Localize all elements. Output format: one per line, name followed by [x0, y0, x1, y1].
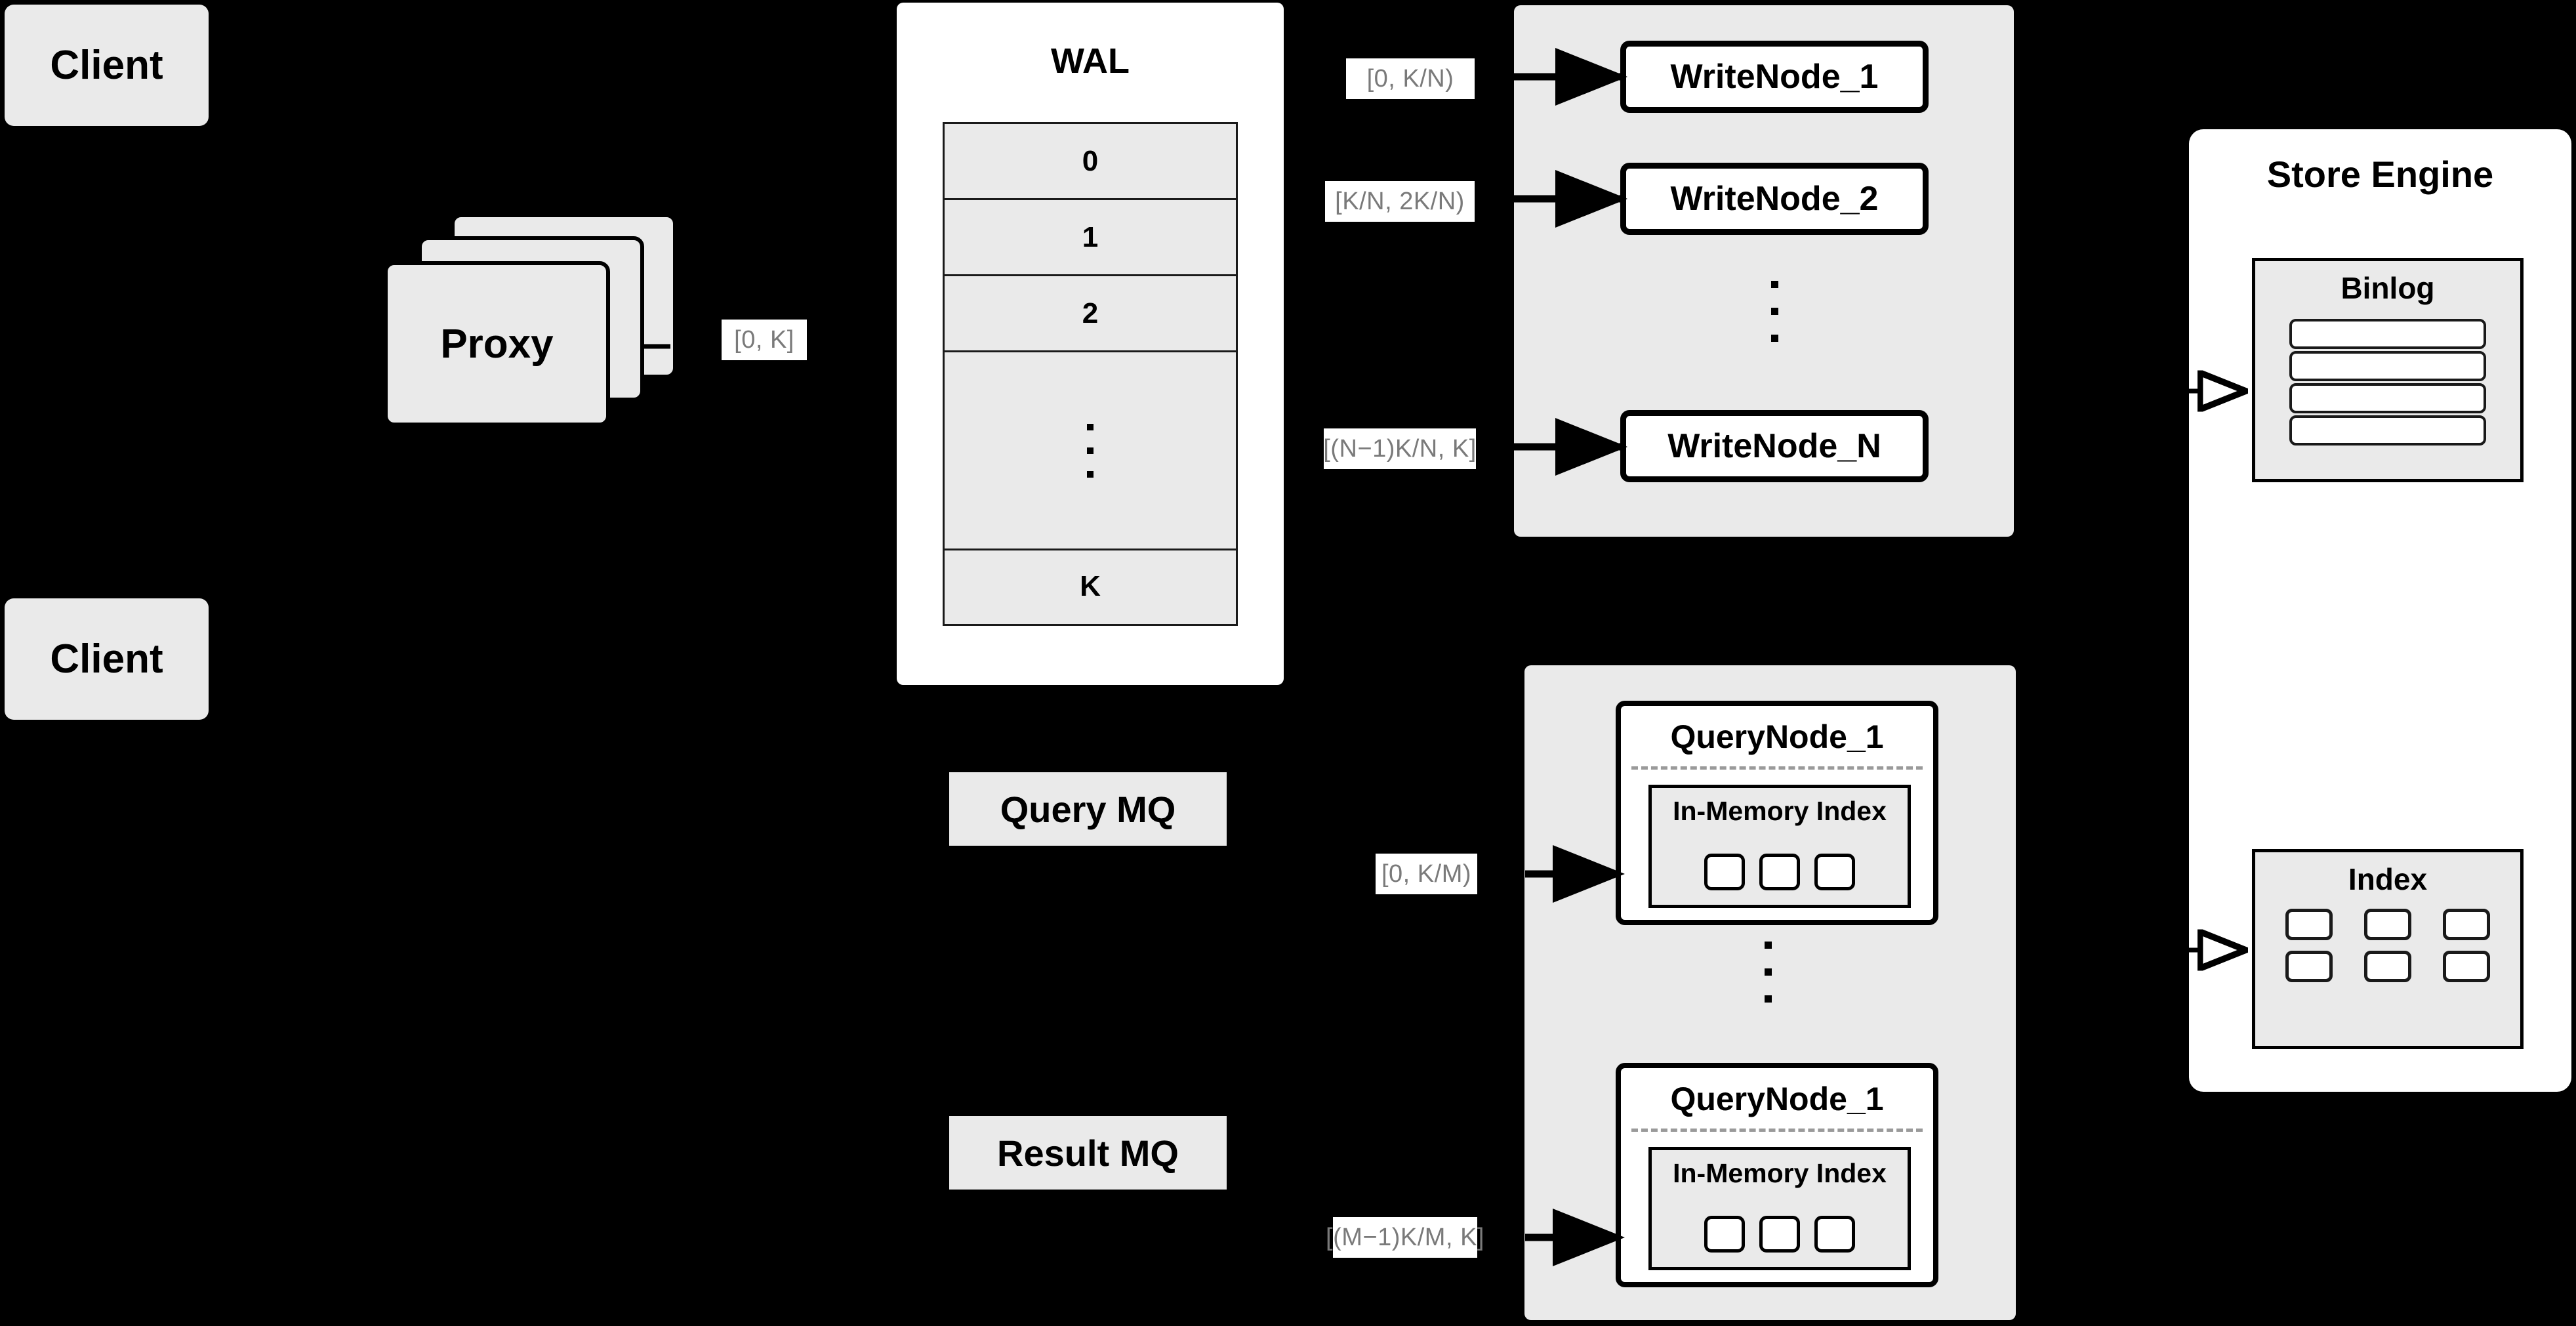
index-cell[interactable] — [2443, 909, 2490, 940]
write-node-2-range-label: [K/N, 2K/N) — [1325, 181, 1475, 222]
index-cell[interactable] — [1759, 1216, 1800, 1253]
result-mq-label: Result MQ — [997, 1132, 1179, 1174]
query-node-2[interactable]: QueryNode_1 In-Memory Index — [1616, 1063, 1938, 1287]
wal-row-ellipsis — [945, 352, 1236, 550]
wal-title: WAL — [1051, 41, 1130, 81]
write-node-ellipsis — [1771, 281, 1778, 342]
store-engine-title: Store Engine — [2266, 154, 2494, 195]
query-node-label: QueryNode_1 — [1670, 1081, 1884, 1117]
index-cell[interactable] — [1814, 1216, 1855, 1253]
index-cell[interactable] — [2443, 951, 2490, 982]
query-node-divider — [1631, 766, 1923, 770]
query-node-1-range-label: [0, K/M) — [1376, 854, 1477, 894]
wal-table: 0 1 2 K — [943, 122, 1238, 626]
wal-row[interactable]: 0 — [945, 124, 1236, 200]
write-node-1-range-label: [0, K/N) — [1346, 58, 1475, 99]
index-grid — [2275, 909, 2501, 982]
client-box-2[interactable]: Client — [5, 598, 209, 720]
wal-row[interactable]: 1 — [945, 200, 1236, 276]
index-cell[interactable] — [2285, 909, 2333, 940]
index-cell[interactable] — [1704, 1216, 1745, 1253]
binlog-panel: Binlog — [2252, 258, 2524, 482]
query-mq-label: Query MQ — [1000, 788, 1176, 830]
in-memory-index-title: In-Memory Index — [1673, 1158, 1887, 1188]
binlog-row[interactable] — [2289, 319, 2486, 349]
client-label: Client — [50, 636, 163, 682]
index-cell[interactable] — [1814, 854, 1855, 890]
result-mq-box[interactable]: Result MQ — [947, 1113, 1229, 1192]
write-node-label: WriteNode_2 — [1670, 180, 1879, 218]
query-node-label: QueryNode_1 — [1670, 718, 1884, 755]
in-memory-index-panel: In-Memory Index — [1648, 785, 1911, 908]
in-memory-index-cells — [1652, 1216, 1908, 1253]
write-node-label: WriteNode_N — [1667, 427, 1881, 465]
index-cell[interactable] — [2364, 909, 2411, 940]
client-label: Client — [50, 43, 163, 88]
index-cell[interactable] — [1704, 854, 1745, 890]
index-cell[interactable] — [1759, 854, 1800, 890]
client-box-1[interactable]: Client — [5, 5, 209, 126]
index-title: Index — [2348, 862, 2428, 896]
write-node-2[interactable]: WriteNode_2 — [1620, 163, 1929, 235]
in-memory-index-cells — [1652, 854, 1908, 890]
in-memory-index-panel: In-Memory Index — [1648, 1147, 1911, 1270]
wal-panel: WAL 0 1 2 K — [897, 3, 1284, 685]
query-mq-box[interactable]: Query MQ — [947, 770, 1229, 848]
query-node-divider — [1631, 1129, 1923, 1132]
binlog-row[interactable] — [2289, 415, 2486, 445]
index-panel: Index — [2252, 849, 2524, 1049]
binlog-row[interactable] — [2289, 351, 2486, 381]
wal-row[interactable]: K — [1080, 570, 1101, 602]
wal-row[interactable]: 2 — [945, 276, 1236, 352]
index-cell[interactable] — [2285, 951, 2333, 982]
binlog-rows — [2289, 319, 2486, 445]
in-memory-index-title: In-Memory Index — [1673, 796, 1887, 826]
index-cell[interactable] — [2364, 951, 2411, 982]
query-node-2-range-label: [(M−1)K/M, K] — [1326, 1217, 1484, 1258]
write-node-1[interactable]: WriteNode_1 — [1620, 41, 1929, 113]
write-node-n[interactable]: WriteNode_N — [1620, 410, 1929, 482]
proxy-box[interactable]: Proxy — [384, 261, 610, 426]
write-node-n-range-label: [(N−1)K/N, K] — [1323, 428, 1476, 469]
query-node-1[interactable]: QueryNode_1 In-Memory Index — [1616, 701, 1938, 925]
query-node-ellipsis — [1765, 942, 1772, 1003]
write-node-label: WriteNode_1 — [1670, 58, 1879, 96]
proxy-range-label: [0, K] — [722, 320, 807, 360]
store-engine-panel: Store Engine Binlog Index — [2189, 129, 2571, 1092]
binlog-row[interactable] — [2289, 383, 2486, 413]
proxy-label: Proxy — [440, 321, 554, 367]
binlog-title: Binlog — [2341, 271, 2435, 305]
